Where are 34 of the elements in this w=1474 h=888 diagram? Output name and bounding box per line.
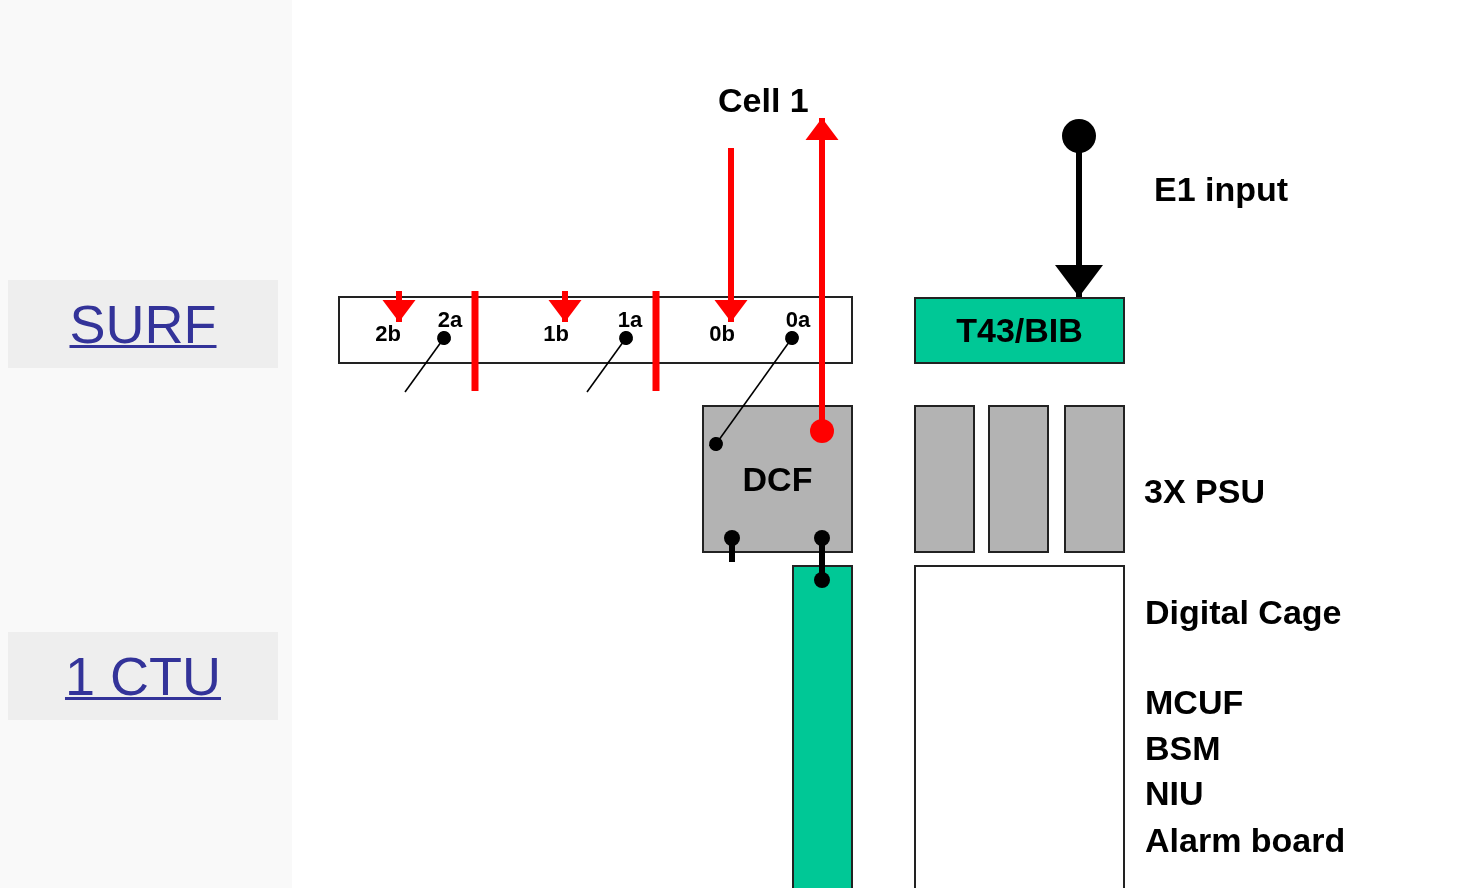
psu-module (988, 405, 1049, 553)
cage-label: Alarm board (1145, 823, 1346, 857)
psu-label: 3X PSU (1144, 474, 1265, 508)
arrow (382, 291, 416, 322)
cage-label: NIU (1145, 776, 1204, 810)
section-tab: SURF (8, 280, 278, 368)
cable-line (709, 331, 799, 451)
interface-module: T43/BIB (914, 297, 1125, 364)
dcf-module: DCF (702, 405, 853, 553)
psu-module (914, 405, 975, 553)
arrow (714, 148, 748, 322)
cable-line (814, 530, 830, 588)
cage-label: MCUF (1145, 685, 1244, 719)
port-label: 0b (706, 322, 738, 354)
arrow (1055, 119, 1103, 297)
port-label: 1b (540, 322, 572, 354)
psu-module (1064, 405, 1125, 553)
arrow (548, 291, 582, 322)
ctu-column (792, 565, 853, 888)
cable-line (724, 530, 740, 562)
port-label: 2b (372, 322, 404, 354)
port-label: 1a (614, 308, 646, 340)
cable-line (404, 331, 451, 393)
input-label: E1 input (1154, 172, 1289, 206)
combiner-panel (338, 296, 853, 364)
digital-cage (914, 565, 1125, 888)
port-label: 2a (434, 308, 466, 340)
section-tab: 1 CTU (8, 632, 278, 720)
cage-label: BSM (1145, 731, 1221, 765)
cell-label: Cell 1 (718, 82, 828, 118)
cable-line (586, 331, 633, 393)
arrow (805, 118, 839, 443)
port-label: 0a (782, 308, 814, 340)
cage-label: Digital Cage (1145, 595, 1342, 629)
